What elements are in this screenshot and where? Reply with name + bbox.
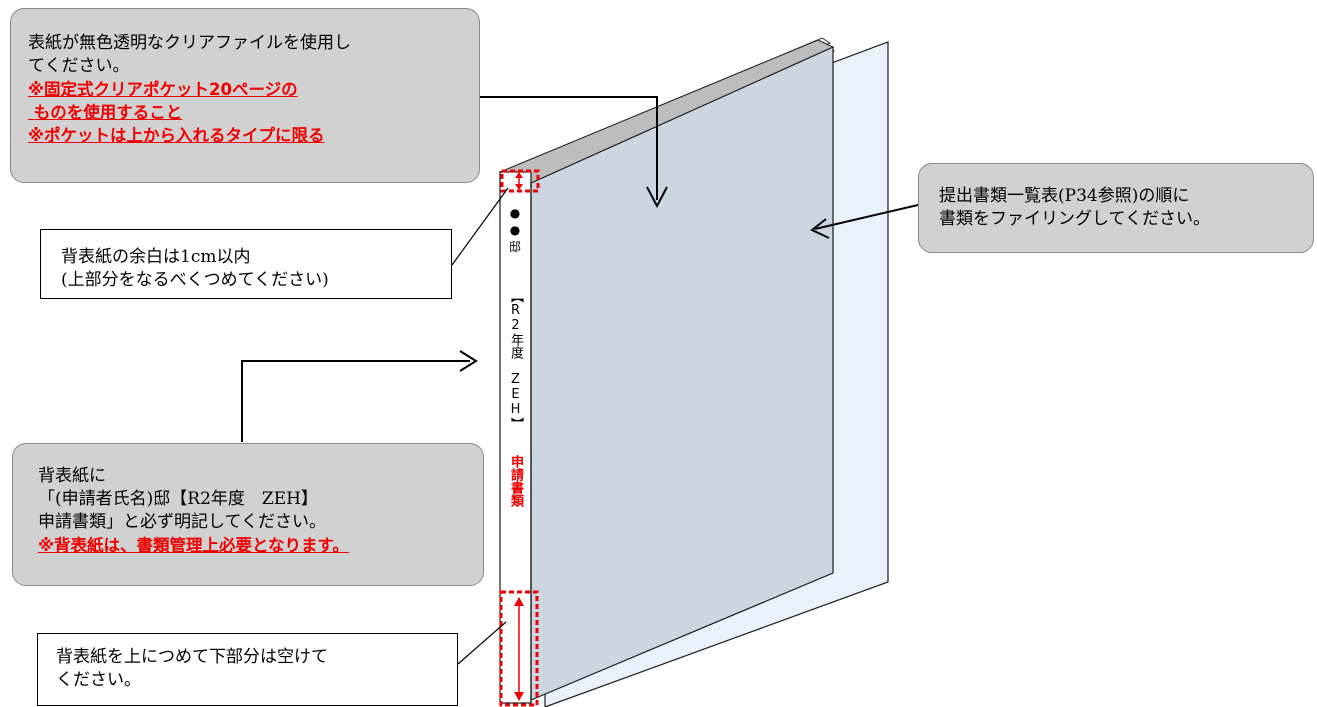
connector-right	[814, 204, 919, 230]
callout-spine-label-red: ※背表紙は、書類管理上必要となります。	[38, 536, 349, 555]
callout-filing-order-line-2: 書類をファイリングしてください。	[939, 209, 1210, 229]
callout-spine-margin-line-2: (上部分をなるべくつめてください)	[61, 270, 329, 290]
callout-spine-margin-line-1: 背表紙の余白は1cm以内	[61, 247, 251, 267]
top-margin-dashed-box	[500, 169, 540, 193]
connector-top-left	[480, 96, 658, 200]
callout-spine-margin: 背表紙の余白は1cm以内 (上部分をなるべくつめてください)	[40, 229, 452, 299]
callout-clear-file-line-2: てください。	[28, 56, 130, 76]
spine-application-docs: 申請書類	[508, 455, 523, 507]
callout-clear-file: 表紙が無色透明なクリアファイルを使用し てください。 ※固定式クリアポケット20…	[10, 8, 480, 183]
callout-spine-label-line-3: 申請書類」と必ず明記してください。	[38, 512, 326, 532]
callout-clear-file-red-3: ※ポケットは上から入れるタイプに限る	[28, 126, 325, 145]
callout-spine-label-line-2: 「(申請者氏名)邸【R2年度 ZEH】	[38, 489, 318, 509]
callout-filing-order: 提出書類一覧表(P34参照)の順に 書類をファイリングしてください。	[918, 163, 1314, 253]
spine-owner-name: ● ● 邸	[508, 206, 521, 254]
callout-bottom-blank-line-1: 背表紙を上につめて下部分は空けて	[56, 647, 328, 667]
callout-bottom-blank-line-2: ください。	[56, 670, 141, 690]
binder-spine	[499, 171, 532, 704]
callout-clear-file-line-1: 表紙が無色透明なクリアファイルを使用し	[28, 33, 351, 53]
spine-fiscal-year: 【R2年度 ZEH】	[508, 290, 523, 430]
connector-margin	[451, 187, 509, 266]
callout-clear-file-red-2: ものを使用すること	[28, 103, 183, 122]
callout-spine-label-line-1: 背表紙に	[38, 466, 106, 486]
bottom-blank-dashed-box	[499, 590, 539, 707]
callout-spine-label: 背表紙に 「(申請者氏名)邸【R2年度 ZEH】 申請書類」と必ず明記してくださ…	[12, 443, 484, 586]
callout-bottom-blank: 背表紙を上につめて下部分は空けて ください。	[37, 633, 458, 706]
callout-clear-file-red-1: ※固定式クリアポケット20ページの	[28, 80, 298, 99]
callout-filing-order-line-1: 提出書類一覧表(P34参照)の順に	[939, 186, 1190, 206]
connector-bottom	[457, 621, 507, 665]
connector-spine-label	[241, 360, 470, 442]
